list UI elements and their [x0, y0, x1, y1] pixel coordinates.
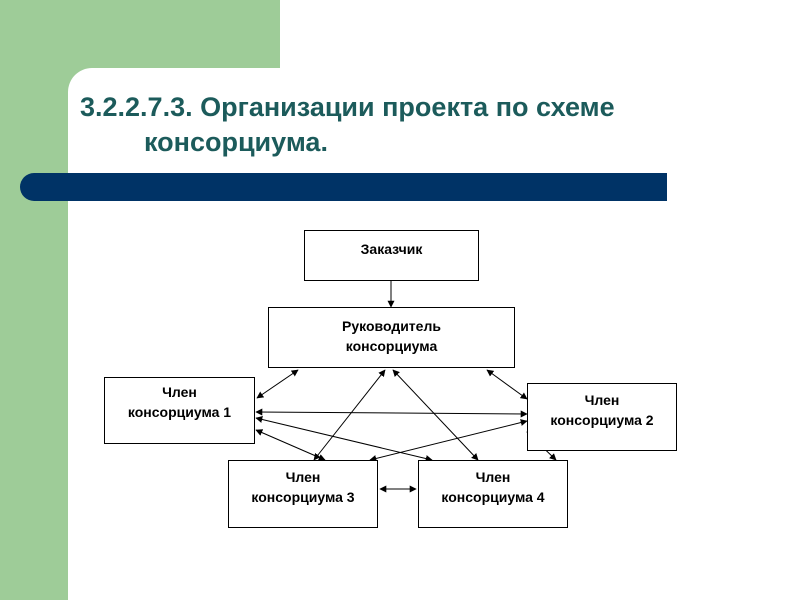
node-leader-label-2: консорциума	[345, 338, 438, 354]
corner-round-decor	[68, 68, 116, 116]
node-client-label: Заказчик	[360, 241, 423, 257]
node-member3-label-1: Член	[285, 469, 321, 485]
side-decor-bar	[0, 0, 68, 600]
node-member4-label-1: Член	[475, 469, 511, 485]
title-line-2: консорциума.	[144, 127, 328, 157]
node-member2-label-1: Член	[584, 392, 620, 408]
arrow-member1-member2	[255, 408, 528, 418]
arrow-member1-member4	[255, 416, 433, 462]
node-member4-label-2: консорциума 4	[441, 489, 545, 505]
arrow-leader-member4	[392, 369, 479, 461]
slide-title: 3.2.2.7.3. Организации проекта по схеме …	[80, 90, 800, 160]
node-member1-label-2: консорциума 1	[127, 404, 232, 420]
node-member-4: Член консорциума 4	[418, 460, 568, 528]
node-member1-label-1: Член	[162, 384, 197, 400]
node-leader-label-1: Руководитель	[342, 318, 441, 334]
node-member2-label-2: консорциума 2	[550, 412, 654, 428]
node-member-1: Член консорциума 1	[104, 377, 255, 444]
title-divider	[20, 173, 667, 201]
title-line-1: 3.2.2.7.3. Организации проекта по схеме	[80, 92, 615, 122]
arrow-leader-member2	[486, 369, 528, 400]
node-member-3: Член консорциума 3	[228, 460, 378, 528]
node-client: Заказчик	[304, 230, 479, 281]
arrow-leader-member1	[256, 369, 299, 399]
arrow-member2-member3	[369, 419, 528, 462]
top-decor-bar	[68, 0, 280, 68]
node-member-2: Член консорциума 2	[527, 383, 677, 451]
node-member3-label-2: консорциума 3	[251, 489, 355, 505]
node-consortium-leader: Руководитель консорциума	[268, 307, 515, 368]
arrow-member1-member3	[255, 429, 326, 461]
